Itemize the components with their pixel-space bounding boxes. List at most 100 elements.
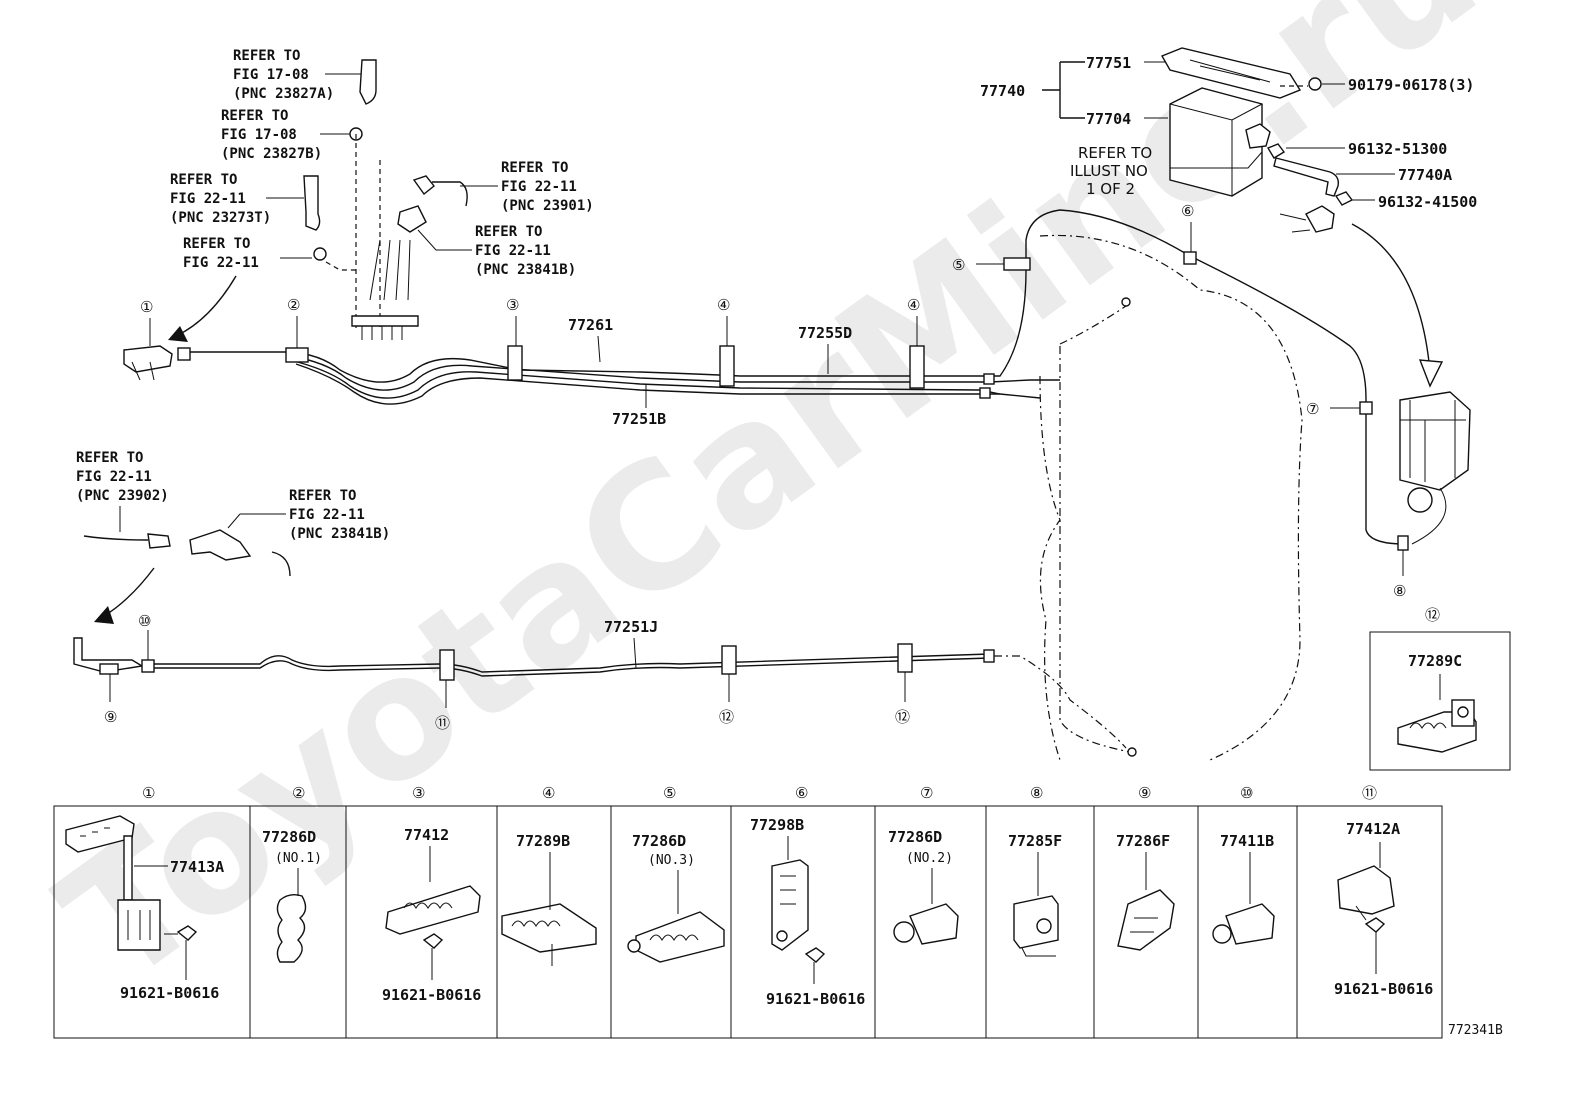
table-part-11: 77412A xyxy=(1346,820,1400,838)
callout-3: ③ xyxy=(506,296,519,314)
callout-7: ⑦ xyxy=(1306,400,1319,418)
table-num-6: ⑥ xyxy=(795,784,808,802)
table-bolt-1: 91621-B0616 xyxy=(120,984,219,1002)
clamp-8 xyxy=(1397,535,1409,551)
callout-4a: ④ xyxy=(717,296,730,314)
label-96132-51300: 96132-51300 xyxy=(1348,140,1447,158)
ref7-line-1: REFER TO xyxy=(76,450,143,466)
clamp-11 xyxy=(439,649,455,681)
table-num-8: ⑧ xyxy=(1030,784,1043,802)
table-num-1: ① xyxy=(142,784,155,802)
ref4-line-1: REFER TO xyxy=(183,236,250,252)
inset-77289c: ⑫ 77289C xyxy=(1369,606,1511,771)
table-part-6: 77298B xyxy=(750,816,804,834)
label-90179-06178: 90179-06178(3) xyxy=(1348,76,1474,94)
charcoal-canister xyxy=(1169,87,1263,197)
callout-2: ② xyxy=(287,296,300,314)
label-77251j: 77251J xyxy=(604,618,658,636)
callout-1: ① xyxy=(140,298,153,316)
table-part-2: 77286D xyxy=(262,828,316,846)
ref2-line-3: (PNC 23827B) xyxy=(221,146,322,162)
table-sub-2: (NO.1) xyxy=(275,851,322,866)
callout-10: ⑩ xyxy=(138,612,151,630)
table-num-9: ⑨ xyxy=(1138,784,1151,802)
label-77751: 77751 xyxy=(1086,54,1131,72)
table-part-1: 77413A xyxy=(170,858,224,876)
refer-illust-line-1: REFER TO xyxy=(1078,144,1152,162)
table-num-11: ⑪ xyxy=(1362,784,1377,802)
ref6-line-2: FIG 22-11 xyxy=(475,243,551,259)
table-part-4: 77289B xyxy=(516,832,570,850)
label-77740: 77740 xyxy=(980,82,1025,100)
ref3-line-1: REFER TO xyxy=(170,172,237,188)
diagram-code: 772341B xyxy=(1448,1023,1503,1038)
table-sub-7: (NO.2) xyxy=(906,851,953,866)
label-77251b: 77251B xyxy=(612,410,666,428)
label-77740a: 77740A xyxy=(1398,166,1452,184)
callout-9: ⑨ xyxy=(104,708,117,726)
callout-4b: ④ xyxy=(907,296,920,314)
table-part-8: 77285F xyxy=(1008,832,1062,850)
label-77704: 77704 xyxy=(1086,110,1131,128)
ref1-line-3: (PNC 23827A) xyxy=(233,86,334,102)
ref8-line-2: FIG 22-11 xyxy=(289,507,365,523)
ref5-line-2: FIG 22-11 xyxy=(501,179,577,195)
clamp-2 xyxy=(285,347,309,363)
label-77255d: 77255D xyxy=(798,324,852,342)
table-num-3: ③ xyxy=(412,784,425,802)
table-num-5: ⑤ xyxy=(663,784,676,802)
ref1-line-2: FIG 17-08 xyxy=(233,67,309,83)
table-bolt-11: 91621-B0616 xyxy=(1334,980,1433,998)
table-sub-5: (NO.3) xyxy=(648,853,695,868)
table-part-3: 77412 xyxy=(404,826,449,844)
table-num-10: ⑩ xyxy=(1240,784,1253,802)
clamp-6 xyxy=(1183,251,1197,265)
table-num-7: ⑦ xyxy=(920,784,933,802)
clamp-12b xyxy=(897,643,913,673)
parts-table: ① 77413A 91621-B0616 ② 77286D (NO.1) ③ 7… xyxy=(53,784,1443,1039)
callout-12-box: ⑫ xyxy=(1425,606,1440,624)
upper-callouts: ① ② ③ ④ ④ ⑤ ⑥ ⑦ ⑧ xyxy=(140,202,1406,600)
ref3-line-3: (PNC 23273T) xyxy=(170,210,271,226)
clamp-4a xyxy=(719,345,735,387)
callout-8: ⑧ xyxy=(1393,582,1406,600)
table-part-10: 77411B xyxy=(1220,832,1274,850)
callout-11: ⑪ xyxy=(435,714,450,732)
fuel-pump-module xyxy=(1399,391,1471,545)
ref3-line-2: FIG 22-11 xyxy=(170,191,246,207)
label-77289c: 77289C xyxy=(1408,652,1462,670)
upper-tube-run: 77261 77255D 77251B xyxy=(123,209,1409,761)
label-77261: 77261 xyxy=(568,316,613,334)
table-part-5: 77286D xyxy=(632,832,686,850)
ref2-line-2: FIG 17-08 xyxy=(221,127,297,143)
ref7-line-2: FIG 22-11 xyxy=(76,469,152,485)
ref1-line-1: REFER TO xyxy=(233,48,300,64)
callout-12a: ⑫ xyxy=(719,708,734,726)
bolt-icon xyxy=(1308,77,1322,91)
callout-6: ⑥ xyxy=(1181,202,1194,220)
clamp-12a xyxy=(721,645,737,675)
refer-illust-line-3: 1 OF 2 xyxy=(1086,180,1135,198)
ref7-line-3: (PNC 23902) xyxy=(76,488,169,504)
ref4-line-2: FIG 22-11 xyxy=(183,255,259,271)
lower-tube-run: 77251J ⑩ ⑨ ⑪ ⑫ ⑫ xyxy=(73,612,1127,749)
upper-references: REFER TO FIG 17-08 (PNC 23827A) REFER TO… xyxy=(168,48,594,342)
refer-illust-line-2: ILLUST NO xyxy=(1070,162,1148,180)
clamp-3 xyxy=(507,345,523,381)
table-bolt-3: 91621-B0616 xyxy=(382,986,481,1004)
clamp-5 xyxy=(1003,257,1031,271)
ref2-line-1: REFER TO xyxy=(221,108,288,124)
label-96132-41500: 96132-41500 xyxy=(1378,193,1477,211)
ref5-line-1: REFER TO xyxy=(501,160,568,176)
ref8-line-3: (PNC 23841B) xyxy=(289,526,390,542)
canister-group: 77740 77751 77704 90179-06178(3) 96132-5… xyxy=(980,47,1477,388)
table-num-4: ④ xyxy=(542,784,555,802)
ref8-line-1: REFER TO xyxy=(289,488,356,504)
hose-77740a xyxy=(1273,157,1340,197)
ref6-line-1: REFER TO xyxy=(475,224,542,240)
table-bolt-6: 91621-B0616 xyxy=(766,990,865,1008)
clamp-7 xyxy=(1359,401,1373,415)
table-part-9: 77286F xyxy=(1116,832,1170,850)
lower-references: REFER TO FIG 22-11 (PNC 23902) REFER TO … xyxy=(76,450,390,624)
